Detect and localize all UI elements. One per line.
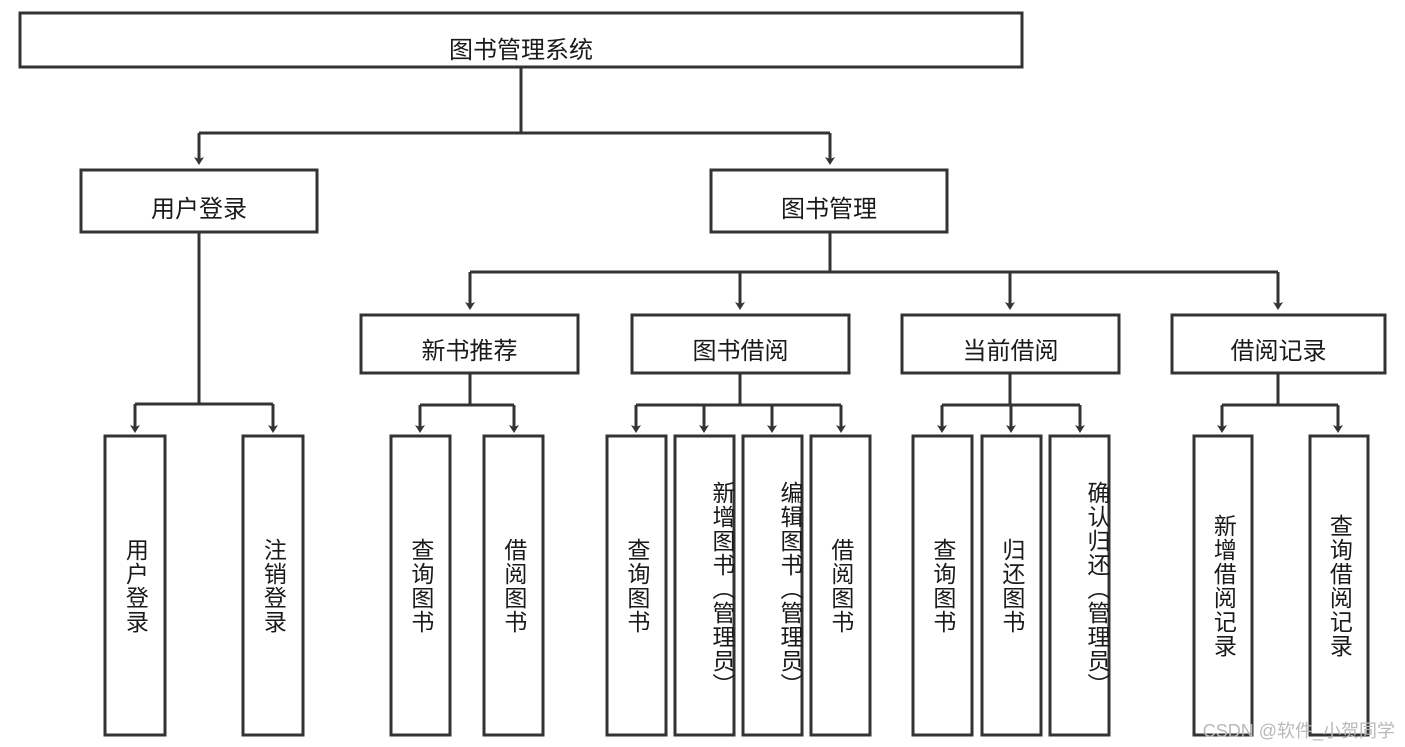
leaf-label-borrow-3: 借阅图书 — [827, 537, 854, 634]
leaf-label-user-login-1: 注销登录 — [260, 537, 287, 634]
leaf-label-record-0: 新增借阅记录 — [1210, 513, 1237, 658]
leaf-box-borrow-1[interactable] — [673, 434, 736, 737]
leaf-box-user-login-0[interactable] — [103, 434, 167, 737]
label-user-login: 用户登录 — [151, 196, 247, 223]
leaf-label-recommend-1: 借阅图书 — [500, 537, 527, 634]
label-book-management: 图书管理 — [781, 196, 877, 223]
leaf-box-current-2[interactable] — [1048, 434, 1111, 737]
node-root[interactable] — [18, 11, 1024, 69]
node-book-management[interactable] — [709, 168, 949, 234]
label-borrow-record: 借阅记录 — [1230, 338, 1327, 365]
leaf-label-recommend-0: 查询图书 — [407, 537, 434, 634]
edge-borrow-to-leaves — [631, 373, 846, 433]
label-book-borrow: 图书借阅 — [692, 338, 789, 365]
leaf-label-borrow-1: 新增图书（管理员） — [709, 480, 735, 697]
leaf-label-record-1: 查询借阅记录 — [1326, 513, 1353, 658]
node-user-login[interactable] — [79, 168, 319, 234]
node-book-borrow[interactable] — [630, 313, 851, 375]
leaf-box-recommend-1[interactable] — [482, 434, 545, 737]
leaf-box-borrow-3[interactable] — [809, 434, 872, 737]
leaf-label-borrow-2: 编辑图书（管理员） — [777, 480, 803, 697]
leaf-box-recommend-0[interactable] — [389, 434, 452, 737]
node-current-borrow[interactable] — [900, 313, 1121, 375]
leaf-label-current-2: 确认归还（管理员） — [1084, 480, 1110, 697]
leaf-label-borrow-0: 查询图书 — [623, 537, 650, 634]
edge-bookmgmt-to-level3 — [465, 232, 1283, 310]
leaf-box-borrow-2[interactable] — [741, 434, 804, 737]
leaf-box-record-1[interactable] — [1308, 434, 1370, 737]
label-new-book-recommend: 新书推荐 — [421, 338, 518, 365]
leaf-label-current-0: 查询图书 — [929, 537, 956, 634]
edge-root-to-level2 — [194, 67, 835, 165]
edge-recommend-to-leaves — [415, 373, 519, 433]
node-new-book-recommend[interactable] — [359, 313, 580, 375]
edge-current-to-leaves — [937, 373, 1085, 433]
leaf-label-user-login-0: 用户登录 — [122, 537, 149, 634]
edge-record-to-leaves — [1217, 373, 1343, 433]
leaf-label-current-1: 归还图书 — [998, 537, 1025, 634]
leaf-box-record-0[interactable] — [1192, 434, 1254, 737]
leaf-box-user-login-1[interactable] — [241, 434, 305, 737]
leaf-box-borrow-0[interactable] — [605, 434, 668, 737]
node-borrow-record[interactable] — [1170, 313, 1387, 375]
leaf-box-current-0[interactable] — [911, 434, 974, 737]
label-root: 图书管理系统 — [449, 37, 593, 64]
label-current-borrow: 当前借阅 — [962, 338, 1059, 365]
leaf-box-current-1[interactable] — [980, 434, 1043, 737]
edge-userlogin-to-leaves — [130, 232, 278, 433]
watermark-text: CSDN @软件_小贺同学 — [1202, 721, 1395, 741]
